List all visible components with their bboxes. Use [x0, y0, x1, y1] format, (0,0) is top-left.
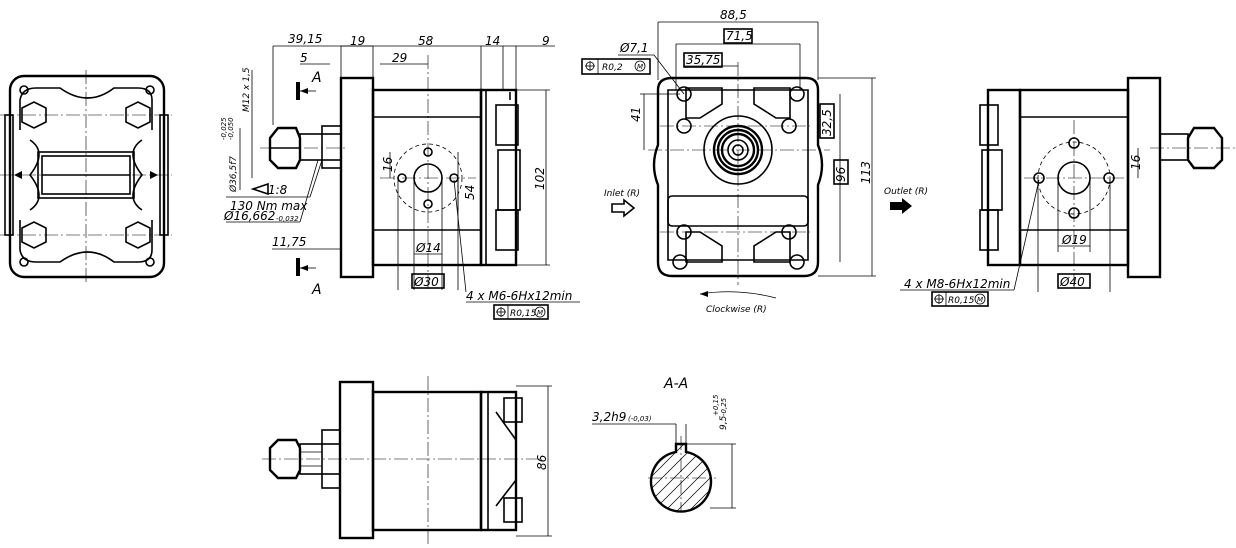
dim-14: 14 [485, 34, 500, 48]
dim-54: 54 [463, 185, 477, 200]
torque-note: 130 Nm max [230, 199, 308, 213]
taper-ratio: 1:8 [268, 183, 288, 197]
shaft-diameter: Ø36,5f7 [228, 156, 239, 193]
dim-29: 29 [392, 51, 407, 65]
rotation-label: Clockwise (R) [706, 305, 767, 315]
key-width: 3,2h9 [592, 410, 626, 424]
dim-58: 58 [418, 34, 434, 48]
section-mark-bottom: A [311, 282, 322, 298]
key-depth-upper: +0,15 [712, 394, 720, 416]
section-a-a: A-A 3,2h9 (-0,03) 9,5 +0,15 -0, [592, 376, 736, 513]
spline-diameter: Ø16,662 [223, 209, 275, 223]
tol-frame-right: R0,15 [948, 296, 975, 306]
tol-modifier-right: M [977, 296, 983, 304]
dim-32-5: 32,5 [820, 109, 834, 136]
dim-102: 102 [533, 167, 547, 190]
dim-35-75: 35,75 [686, 53, 720, 67]
shaft-tol-lower: -0,050 [227, 117, 235, 140]
thread-callout: M12 x 1,5 [242, 67, 252, 112]
tol-modifier-front: M [637, 63, 643, 71]
key-depth-lower: -0,25 [720, 397, 728, 416]
inlet-label: Inlet (R) [604, 189, 640, 199]
dim-41: 41 [629, 107, 643, 122]
dim-39-15: 39,15 [288, 32, 322, 46]
dim-dia-30: Ø30 [413, 275, 439, 289]
dim-88-5: 88,5 [720, 8, 747, 22]
dim-5: 5 [300, 51, 308, 65]
key-depth: 9,5 [719, 415, 729, 430]
rear-end-view [0, 70, 172, 283]
tol-frame-side: R0,15 [510, 309, 537, 319]
tol-frame-front: R0,2 [602, 63, 623, 73]
dim-dia-14: Ø14 [415, 241, 441, 255]
dim-19: 19 [350, 34, 365, 48]
dim-71-5: 71,5 [726, 29, 753, 43]
dim-9: 9 [542, 34, 550, 48]
bottom-view: 86 [262, 376, 552, 546]
key-tolerance: (-0,03) [628, 415, 652, 423]
holes-note-right: 4 x M8-6Hx12min [904, 277, 1010, 291]
front-view: 88,5 71,5 35,75 Ø7,1 R0,2 M 41 32,5 96 1… [581, 8, 928, 315]
shaft-tol-upper: -0,025 [220, 117, 228, 140]
dim-dia-40: Ø40 [1059, 275, 1085, 289]
dim-dia-7-1: Ø7,1 [619, 41, 649, 55]
section-mark-top: A [311, 70, 322, 86]
right-view: 16 Ø19 Ø40 4 x M8-6Hx12min R0,15 M [900, 76, 1236, 307]
outlet-label: Outlet (R) [884, 187, 928, 197]
dim-113: 113 [859, 161, 873, 184]
dim-96: 96 [834, 166, 848, 182]
dim-86: 86 [535, 454, 549, 470]
tol-modifier-side: M [537, 309, 543, 317]
dim-dia-19: Ø19 [1061, 233, 1087, 247]
dim-11-75: 11,75 [272, 235, 306, 249]
spline-tolerance: -0,032 [276, 215, 299, 223]
dim-16-right: 16 [1129, 154, 1143, 170]
side-view: A A 39,15 19 58 14 9 5 29 M12 x 1,5 Ø36,… [220, 32, 580, 320]
dim-16: 16 [381, 156, 395, 172]
section-title: A-A [663, 376, 688, 392]
holes-note: 4 x M6-6Hx12min [466, 289, 572, 303]
